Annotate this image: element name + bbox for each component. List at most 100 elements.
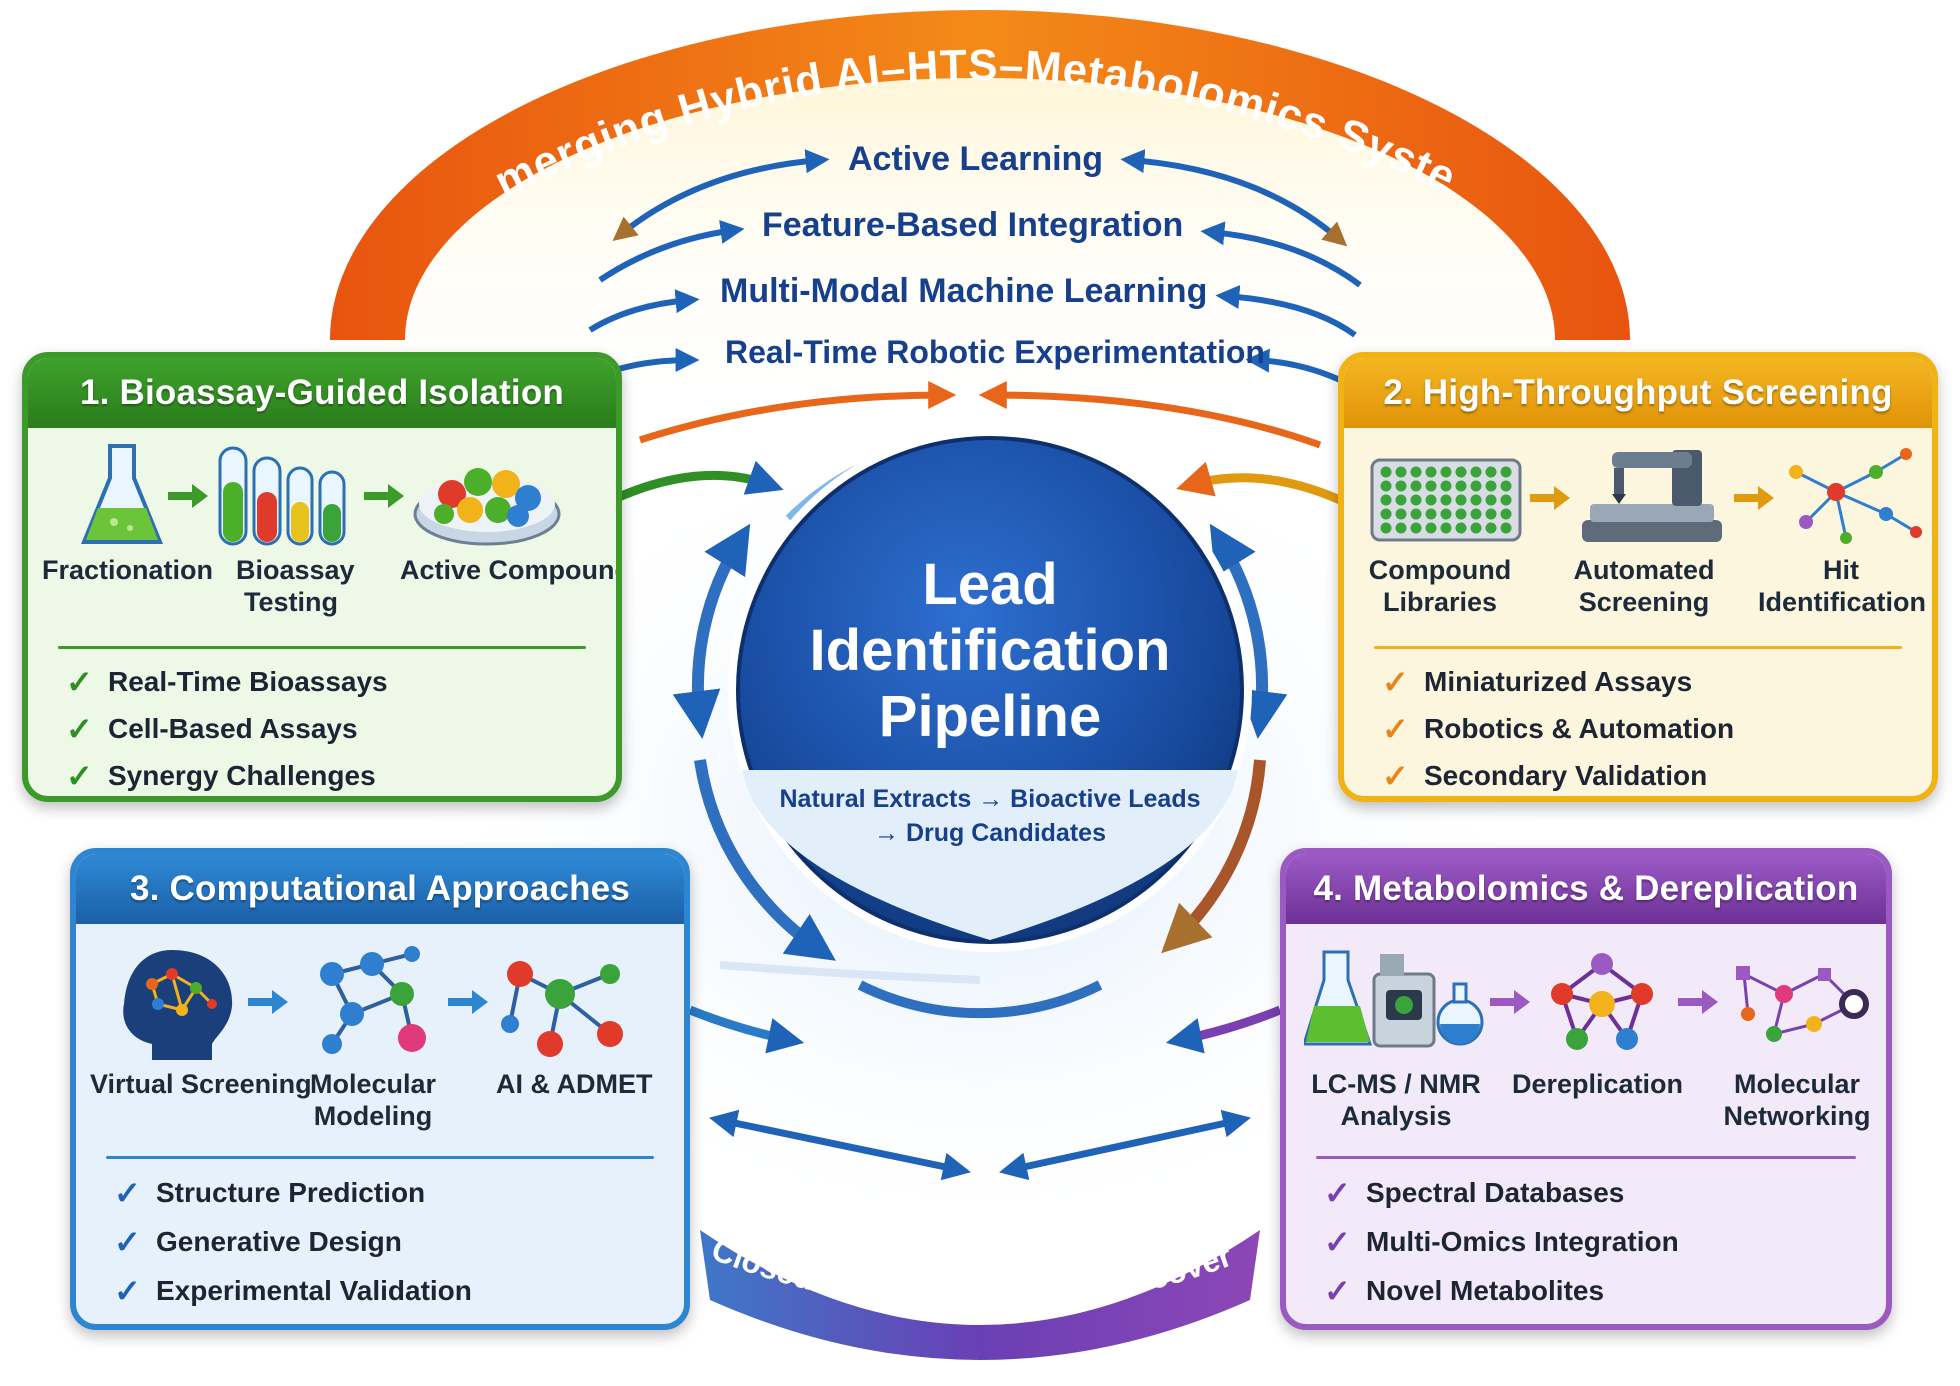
step-automated-screening: Automated Screening [1573, 555, 1715, 617]
check-label: Cell-Based Assays [108, 712, 358, 744]
check-label: Structure Prediction [156, 1176, 426, 1208]
check-list: ✓Real-Time Bioassays ✓Cell-Based Assays … [66, 658, 388, 796]
check-label: Secondary Validation [1424, 759, 1708, 791]
step-arrow-icon [248, 990, 288, 1014]
step-hit-identification: Hit Identification [1758, 555, 1926, 617]
card-divider [1374, 646, 1902, 649]
well-plate-icon [1370, 458, 1522, 542]
hit-network-icon [1789, 448, 1922, 544]
check-item: ✓ Cell-Based Assays [66, 705, 388, 752]
step-ai-admet: AI & ADMET [496, 1069, 653, 1099]
check-icon: ✓ [1382, 757, 1409, 794]
card-high-throughput-screening: 2. High-Throughput Screening [1338, 352, 1938, 802]
card-divider [58, 646, 586, 649]
bottom-arc-band [700, 1230, 1260, 1360]
molecule-network-icon [501, 961, 623, 1057]
molecule-icon [320, 946, 426, 1054]
flask-icon [81, 444, 163, 544]
check-item: ✓ Experimental Validation [114, 1266, 472, 1315]
check-item: ✓ Robotics & Automation [1382, 705, 1734, 752]
top-arc-band [330, 10, 1630, 340]
check-icon: ✓ [1382, 710, 1409, 747]
check-icon: ✓ [114, 1272, 141, 1309]
step-molecular-modeling: Molecular Modeling [309, 1069, 437, 1131]
check-item: ✓Real-Time Bioassays [66, 658, 388, 705]
step-fractionation: Fractionation [42, 555, 214, 585]
card-divider [1316, 1156, 1856, 1159]
robot-arm-icon [1582, 450, 1722, 542]
ai-method-robotic-experimentation: Real-Time Robotic Experimentation [725, 334, 1265, 370]
check-item: ✓ Multi-Omics Integration [1324, 1217, 1679, 1266]
check-list: ✓ Spectral Databases ✓ Multi-Omics Integra… [1324, 1168, 1679, 1315]
step-arrow-icon [168, 484, 208, 508]
step-dereplication: Dereplication [1512, 1069, 1684, 1099]
check-icon: ✓ [66, 757, 93, 794]
check-item: ✓ Structure Prediction [114, 1168, 472, 1217]
hub-caption-line-1: Natural Extracts → Bioactive Leads [779, 785, 1201, 813]
compound-plate-icon [413, 468, 561, 546]
check-label: Experimental Validation [156, 1274, 472, 1306]
step-arrow-icon [1678, 990, 1718, 1014]
check-item: ✓ Spectral Databases [1324, 1168, 1679, 1217]
card-divider [106, 1156, 654, 1159]
check-label: Spectral Databases [1366, 1176, 1625, 1208]
check-label: Miniaturized Assays [1424, 665, 1693, 697]
check-item: ✓ Synergy Challenges [66, 752, 388, 796]
step-molecular-networking: Molecular Networking [1723, 1069, 1871, 1131]
ai-brain-icon [123, 950, 233, 1060]
hub-caption: Natural Extracts → Bioactive Leads → Dru… [770, 782, 1210, 850]
check-icon: ✓ [1382, 663, 1409, 700]
step-arrow-icon [1490, 990, 1530, 1014]
step-arrow-icon [1530, 486, 1570, 510]
card-title: 3. Computational Approaches [76, 854, 684, 924]
check-label: Multi-Omics Integration [1366, 1225, 1679, 1257]
check-label: Real-Time Bioassays [108, 665, 388, 697]
card-title: 2. High-Throughput Screening [1344, 358, 1932, 428]
check-icon: ✓ [1324, 1223, 1351, 1260]
check-icon: ✓ [114, 1174, 141, 1211]
hub-caption-band [742, 770, 1238, 940]
ai-method-multimodal-ml: Multi-Modal Machine Learning [720, 272, 1208, 310]
card-computational-approaches: 3. Computational Approaches [70, 848, 690, 1330]
molecular-network-icon [1736, 966, 1869, 1042]
ai-method-feature-integration: Feature-Based Integration [762, 206, 1184, 244]
check-label: Robotics & Automation [1424, 712, 1735, 744]
check-list: ✓ Structure Prediction ✓ Generative Design… [114, 1168, 472, 1315]
step-arrow-icon [364, 484, 404, 508]
hub-title-line-3: Pipeline [878, 684, 1102, 749]
hub-caption-line-2: → Drug Candidates [874, 819, 1106, 847]
ai-method-active-learning: Active Learning [848, 140, 1104, 178]
check-icon: ✓ [1324, 1174, 1351, 1211]
card-bioassay-guided-isolation: 1. Bioassay-Guided Isolation [22, 352, 622, 802]
check-label: Generative Design [156, 1225, 402, 1257]
test-tubes-icon [218, 446, 346, 546]
step-arrow-icon [1734, 486, 1774, 510]
hub-title-line-1: Lead [922, 552, 1058, 617]
hub-title: Lead Identification Pipeline [770, 552, 1210, 750]
check-item: ✓ Novel Metabolites [1324, 1266, 1679, 1315]
lcms-instrument-icon [1304, 950, 1484, 1048]
check-icon: ✓ [114, 1223, 141, 1260]
hub-title-line-2: Identification [809, 618, 1171, 683]
check-icon: ✓ [66, 710, 93, 747]
step-virtual-screening: Virtual Screening [90, 1069, 312, 1099]
step-bioassay-testing: Bioassay Testing [236, 555, 355, 617]
card-title: 4. Metabolomics & Dereplication [1286, 854, 1886, 924]
check-item: ✓ Secondary Validation [1382, 752, 1734, 796]
check-label: Synergy Challenges [108, 759, 376, 791]
step-lcms-nmr-analysis: LC-MS / NMR Analysis [1311, 1069, 1481, 1131]
check-list: ✓ Miniaturized Assays ✓ Robotics & Automat… [1382, 658, 1734, 796]
check-label: Novel Metabolites [1366, 1274, 1605, 1306]
arc-title: Emerging Hybrid AI–HTS–Metabolomics Syst… [0, 0, 1464, 207]
check-icon: ✓ [1324, 1272, 1351, 1309]
step-arrow-icon [448, 990, 488, 1014]
step-compound-libraries: Compound Libraries [1368, 555, 1512, 617]
metabolite-molecule-icon [1551, 953, 1653, 1050]
step-active-compounds: Active Compounds [400, 555, 622, 585]
check-item: ✓ Generative Design [114, 1217, 472, 1266]
check-item: ✓ Miniaturized Assays [1382, 658, 1734, 705]
card-metabolomics-dereplication: 4. Metabolomics & Dereplication [1280, 848, 1892, 1330]
card-title: 1. Bioassay-Guided Isolation [28, 358, 616, 428]
